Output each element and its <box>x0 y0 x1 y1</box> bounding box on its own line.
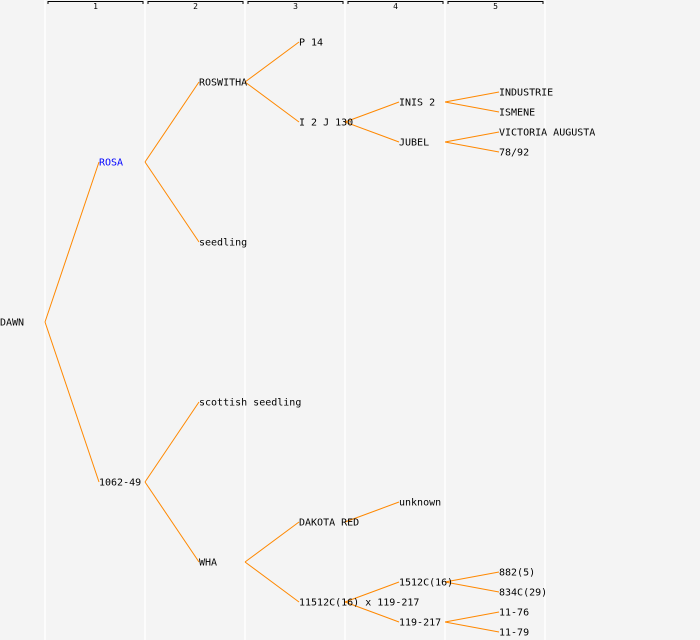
pedigree-node[interactable]: unknown <box>399 498 441 509</box>
pedigree-node[interactable]: ISMENE <box>499 108 535 119</box>
generation-header: 1 <box>93 2 98 11</box>
pedigree-node[interactable]: 11-79 <box>499 628 529 639</box>
pedigree-link <box>244 41 300 83</box>
pedigree-link <box>444 91 500 103</box>
generation-bracket <box>47 1 144 4</box>
pedigree-link <box>244 561 300 603</box>
pedigree-link <box>444 131 500 143</box>
pedigree-link <box>344 501 400 523</box>
pedigree-link <box>444 101 500 113</box>
pedigree-link <box>144 401 200 483</box>
pedigree-link <box>344 601 400 623</box>
generation-bracket <box>247 1 344 4</box>
pedigree-link <box>144 161 200 243</box>
pedigree-node[interactable]: 119-217 <box>399 618 441 629</box>
pedigree-node[interactable]: ROSWITHA <box>199 78 247 89</box>
pedigree-node[interactable]: 834C(29) <box>499 588 547 599</box>
pedigree-node[interactable]: 11512C(16) x 119-217 <box>299 598 419 609</box>
generation-bracket <box>347 1 444 4</box>
pedigree-node[interactable]: DAKOTA RED <box>299 518 359 529</box>
pedigree-link <box>144 81 200 163</box>
pedigree-link <box>444 141 500 153</box>
pedigree-link <box>144 481 200 563</box>
pedigree-node[interactable]: INIS 2 <box>399 98 435 109</box>
pedigree-link <box>344 581 400 603</box>
pedigree-node[interactable]: P 14 <box>299 38 323 49</box>
pedigree-node[interactable]: 78/92 <box>499 148 529 159</box>
pedigree-link <box>244 521 300 563</box>
pedigree-link <box>344 101 400 123</box>
generation-bracket <box>147 1 244 4</box>
pedigree-node[interactable]: WHA <box>199 558 217 569</box>
pedigree-node[interactable]: scottish seedling <box>199 398 301 409</box>
pedigree-link <box>444 581 500 593</box>
pedigree-node[interactable]: seedling <box>199 238 247 249</box>
pedigree-link <box>444 571 500 583</box>
pedigree-link <box>444 611 500 623</box>
generation-header: 5 <box>493 2 498 11</box>
pedigree-link <box>44 161 100 323</box>
pedigree-node[interactable]: VICTORIA AUGUSTA <box>499 128 595 139</box>
generation-header: 3 <box>293 2 298 11</box>
pedigree-node[interactable]: ROSA <box>99 158 123 169</box>
pedigree-node[interactable]: 882(5) <box>499 568 535 579</box>
pedigree-node[interactable]: DAWN <box>0 318 24 329</box>
pedigree-node[interactable]: 1062-49 <box>99 478 141 489</box>
generation-header: 4 <box>393 2 398 11</box>
generation-bracket <box>447 1 544 4</box>
generation-header: 2 <box>193 2 198 11</box>
pedigree-link <box>444 621 500 633</box>
pedigree-link <box>344 121 400 143</box>
pedigree-node[interactable]: JUBEL <box>399 138 429 149</box>
pedigree-node[interactable]: INDUSTRIE <box>499 88 553 99</box>
pedigree-node[interactable]: I 2 J 130 <box>299 118 353 129</box>
pedigree-link <box>244 81 300 123</box>
pedigree-node[interactable]: 1512C(16) <box>399 578 453 589</box>
pedigree-link <box>44 321 100 483</box>
pedigree-node[interactable]: 11-76 <box>499 608 529 619</box>
